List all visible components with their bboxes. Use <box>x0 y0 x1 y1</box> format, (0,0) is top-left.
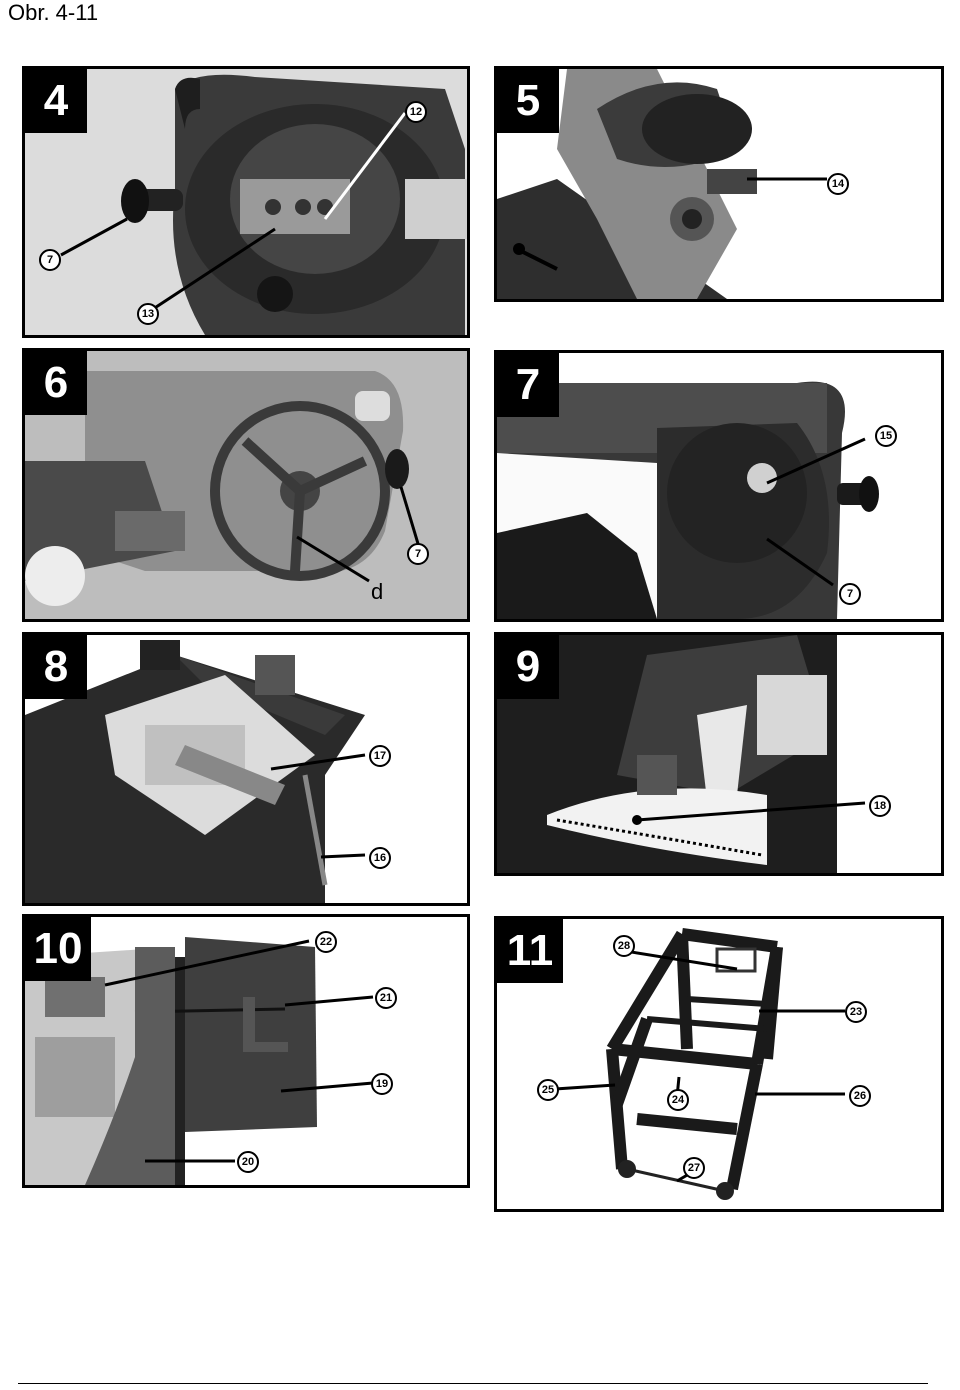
callout-label: 20 <box>237 1151 259 1173</box>
figure-6: 6 7 d <box>22 348 470 622</box>
figure-8: 8 17 16 <box>22 632 470 906</box>
callout-label: 7 <box>39 249 61 271</box>
callout-label: 18 <box>869 795 891 817</box>
figure-number: 6 <box>25 351 87 415</box>
callout-label: 27 <box>683 1157 705 1179</box>
callout-label: 25 <box>537 1079 559 1101</box>
figure-11: 11 28 23 25 24 26 27 <box>494 916 944 1212</box>
bottom-rule <box>18 1383 928 1384</box>
callout-label: 16 <box>369 847 391 869</box>
callout-label: 24 <box>667 1089 689 1111</box>
figure-9-photo <box>497 635 941 873</box>
figure-5-photo <box>497 69 941 299</box>
figure-number: 9 <box>497 635 559 699</box>
callout-label: 12 <box>405 101 427 123</box>
callout-label: 7 <box>407 543 429 565</box>
callout-label: 13 <box>137 303 159 325</box>
figure-7: 7 15 7 <box>494 350 944 622</box>
figure-number: 4 <box>25 69 87 133</box>
figure-5: 5 14 <box>494 66 944 302</box>
figure-number: 5 <box>497 69 559 133</box>
callout-label: 7 <box>839 583 861 605</box>
callout-label: 19 <box>371 1073 393 1095</box>
figure-9: 9 18 <box>494 632 944 876</box>
figure-4-photo <box>25 69 467 335</box>
figure-number: 7 <box>497 353 559 417</box>
figure-number: 10 <box>25 917 91 981</box>
callout-label: 17 <box>369 745 391 767</box>
callout-label: 14 <box>827 173 849 195</box>
callout-label: 15 <box>875 425 897 447</box>
figure-4: 4 12 7 13 <box>22 66 470 338</box>
figure-8-photo <box>25 635 467 903</box>
figure-7-photo <box>497 353 941 619</box>
page-title: Obr. 4-11 <box>8 0 99 25</box>
callout-letter: d <box>371 579 384 604</box>
figure-10-photo <box>25 917 467 1185</box>
callout-label: 26 <box>849 1085 871 1107</box>
figure-number: 11 <box>497 919 563 983</box>
callout-label: 23 <box>845 1001 867 1023</box>
callout-label: 22 <box>315 931 337 953</box>
callout-label: 21 <box>375 987 397 1009</box>
figure-11-photo <box>497 919 941 1209</box>
callout-label: 28 <box>613 935 635 957</box>
figure-10: 10 22 21 19 20 <box>22 914 470 1188</box>
figure-6-photo <box>25 351 467 619</box>
figure-number: 8 <box>25 635 87 699</box>
